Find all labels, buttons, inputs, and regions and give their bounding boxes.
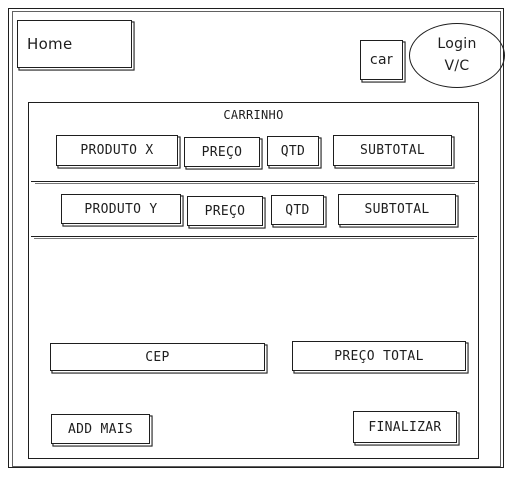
qty-y-field[interactable]: [271, 195, 324, 225]
cart-label: car: [370, 52, 393, 68]
login-label-line2: V/C: [444, 58, 470, 74]
subtotal-y-label: SUBTOTAL: [364, 202, 430, 217]
page-frame: [8, 8, 504, 468]
subtotal-x-label: SUBTOTAL: [359, 143, 425, 158]
cep-input[interactable]: [50, 343, 265, 371]
product-y-cell: [61, 194, 181, 224]
product-y-label: PRODUTO Y: [84, 201, 158, 217]
cart-panel: [28, 102, 479, 459]
row-divider-2-shadow: [34, 238, 474, 239]
row-divider-1-shadow: [35, 183, 475, 184]
finalize-label: FINALIZAR: [368, 419, 442, 435]
cart-button[interactable]: [360, 40, 403, 80]
login-label-line1: Login: [437, 36, 477, 52]
total-price-field: [292, 341, 466, 371]
add-more-label: ADD MAIS: [67, 421, 133, 437]
total-price-label: PREÇO TOTAL: [334, 348, 424, 364]
cart-title: CARRINHO: [223, 108, 284, 122]
home-button[interactable]: [17, 20, 132, 68]
row-divider-1: [31, 181, 478, 182]
price-x-label: PREÇO: [201, 144, 243, 160]
subtotal-x-cell: [333, 135, 452, 166]
page-frame-inner-stroke: [12, 11, 501, 467]
qty-x-label: QTD: [280, 143, 306, 159]
login-button[interactable]: [409, 23, 505, 88]
home-label: Home: [27, 35, 73, 53]
finalize-button[interactable]: [353, 411, 457, 443]
product-x-cell: [56, 135, 178, 166]
product-x-label: PRODUTO X: [80, 143, 154, 158]
row-divider-2: [31, 236, 477, 237]
qty-y-label: QTD: [285, 202, 310, 218]
qty-x-field[interactable]: [267, 136, 319, 166]
price-y-label: PREÇO: [204, 203, 246, 219]
cep-label: CEP: [145, 349, 170, 365]
price-y-cell: [187, 196, 263, 226]
subtotal-y-cell: [338, 194, 456, 225]
add-more-button[interactable]: [51, 414, 150, 444]
price-x-cell: [184, 137, 260, 167]
